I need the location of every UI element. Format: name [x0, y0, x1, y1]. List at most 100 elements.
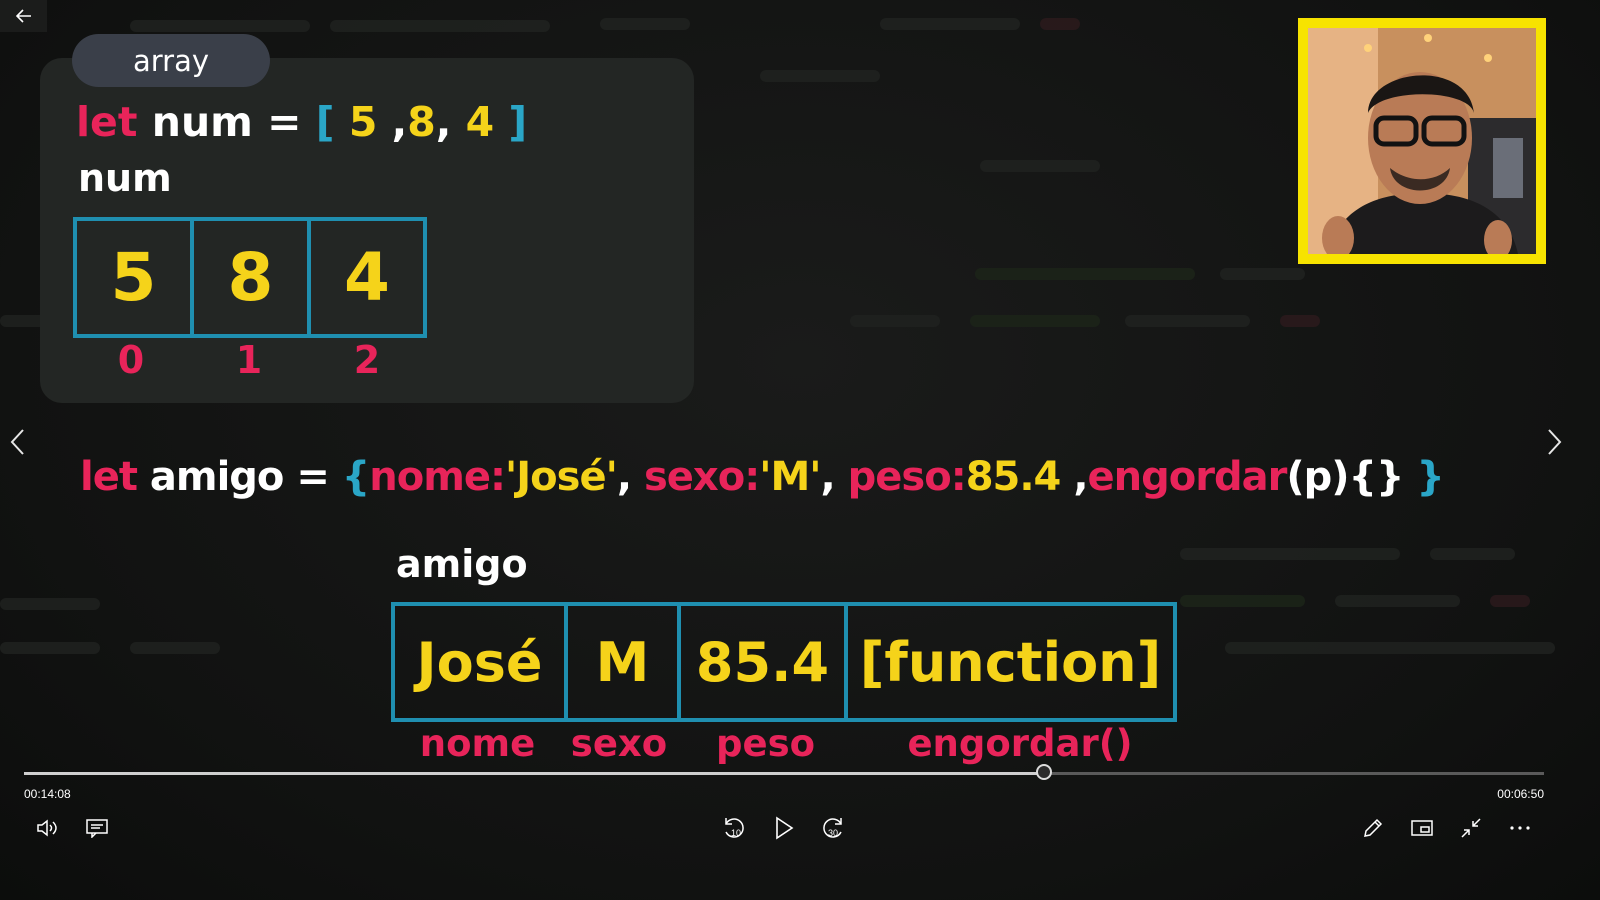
more-options-button[interactable] [1504, 812, 1536, 844]
chevron-left-icon [10, 429, 24, 455]
background-code-line [980, 160, 1100, 172]
code-comma: , [1073, 454, 1088, 500]
volume-icon [37, 819, 57, 837]
background-code-line [130, 642, 220, 654]
volume-button[interactable] [32, 812, 64, 844]
webcam-overlay [1298, 18, 1546, 264]
array-cell: 8 [194, 221, 311, 334]
code-brace-open: { [341, 454, 371, 500]
background-code-line [0, 642, 100, 654]
code-keyword: let [80, 454, 138, 500]
object-cell: José [395, 606, 568, 718]
code-comma: , [391, 98, 408, 146]
forward-30-icon: 30 [823, 818, 842, 838]
seek-bar[interactable] [24, 772, 1544, 775]
array-index: 1 [235, 338, 263, 382]
seek-thumb[interactable] [1035, 764, 1052, 780]
array-cells: 5 8 4 [73, 217, 427, 338]
play-icon [776, 816, 794, 840]
mini-view-button[interactable] [1406, 812, 1438, 844]
array-declaration: let num = [ 5 ,8, 4 ] [76, 98, 527, 146]
rewind-label: 10 [731, 828, 741, 838]
pencil-icon [1364, 818, 1383, 837]
captions-button[interactable] [81, 812, 113, 844]
code-key: peso: [847, 454, 967, 500]
rewind-10-button[interactable]: 10 [718, 812, 750, 844]
code-value: 'M' [759, 454, 821, 500]
object-cell: M [568, 606, 681, 718]
code-identifier: amigo [149, 454, 284, 500]
background-code-line [330, 20, 550, 32]
array-pill-label: array [132, 43, 210, 78]
object-variable-label: amigo [396, 542, 528, 586]
code-equals: = [296, 454, 330, 500]
array-pill: array [72, 34, 270, 87]
elapsed-time: 00:14:08 [24, 787, 71, 801]
array-index: 0 [117, 338, 145, 382]
object-key-label: peso [715, 722, 816, 765]
background-code-line [1335, 595, 1460, 607]
code-value: (p){} [1286, 454, 1404, 500]
background-code-line [1180, 548, 1400, 560]
background-code-line [1430, 548, 1515, 560]
chevron-right-icon [1548, 429, 1562, 455]
draw-button[interactable] [1357, 812, 1389, 844]
array-cell: 4 [344, 239, 390, 316]
exit-fullscreen-button[interactable] [1455, 812, 1487, 844]
code-bracket-open: [ [315, 98, 335, 146]
array-cell: 5 [77, 221, 194, 334]
background-code-line [1280, 315, 1320, 327]
back-arrow-icon [15, 9, 31, 23]
object-key-label: sexo [570, 722, 668, 765]
background-code-line [1220, 268, 1305, 280]
captions-icon [86, 819, 108, 838]
object-cells: José M 85.4 [function] [391, 602, 1177, 722]
code-brace-close: } [1416, 454, 1445, 500]
code-identifier: num [151, 98, 253, 146]
background-code-line [1125, 315, 1250, 327]
code-equals: = [267, 98, 302, 146]
rewind-10-icon: 10 [725, 818, 744, 838]
object-key-label: nome [419, 722, 536, 765]
code-key: nome: [369, 454, 506, 500]
code-comma: , [820, 454, 836, 500]
remaining-time: 00:06:50 [1497, 787, 1544, 801]
back-button[interactable] [0, 0, 47, 32]
background-code-line [1040, 18, 1080, 30]
background-code-line [600, 18, 690, 30]
previous-slide-button[interactable] [2, 425, 32, 459]
array-index: 2 [353, 338, 381, 382]
code-bracket-close: ] [508, 98, 528, 146]
background-code-line [970, 315, 1100, 327]
code-keyword: let [76, 98, 138, 146]
background-code-line [975, 268, 1195, 280]
play-button[interactable] [768, 812, 800, 844]
code-value: 5 [348, 98, 378, 146]
background-code-line [1180, 595, 1305, 607]
background-code-line [850, 315, 940, 327]
background-code-line [0, 598, 100, 610]
code-value: 85.4 [965, 454, 1062, 500]
forward-30-button[interactable]: 30 [817, 812, 849, 844]
array-panel [40, 58, 694, 403]
array-variable-label: num [78, 156, 172, 200]
code-value: 4 [465, 98, 495, 146]
presenter-video [1308, 28, 1536, 254]
code-value: 8 [407, 98, 436, 146]
presenter-silhouette [1308, 28, 1536, 254]
forward-label: 30 [828, 828, 838, 838]
background-code-line [760, 70, 880, 82]
mini-view-icon [1411, 820, 1433, 836]
next-slide-button[interactable] [1540, 425, 1570, 459]
object-key-label: engordar() [907, 722, 1133, 765]
background-code-line [1225, 642, 1555, 654]
code-key: sexo: [643, 454, 760, 500]
object-cell: [function] [859, 630, 1162, 694]
background-code-line [1490, 595, 1530, 607]
more-icon [1510, 826, 1530, 830]
background-code-line [130, 20, 310, 32]
code-comma: , [616, 454, 632, 500]
exit-fullscreen-icon [1461, 818, 1481, 838]
seek-bar-progress [24, 772, 1044, 775]
